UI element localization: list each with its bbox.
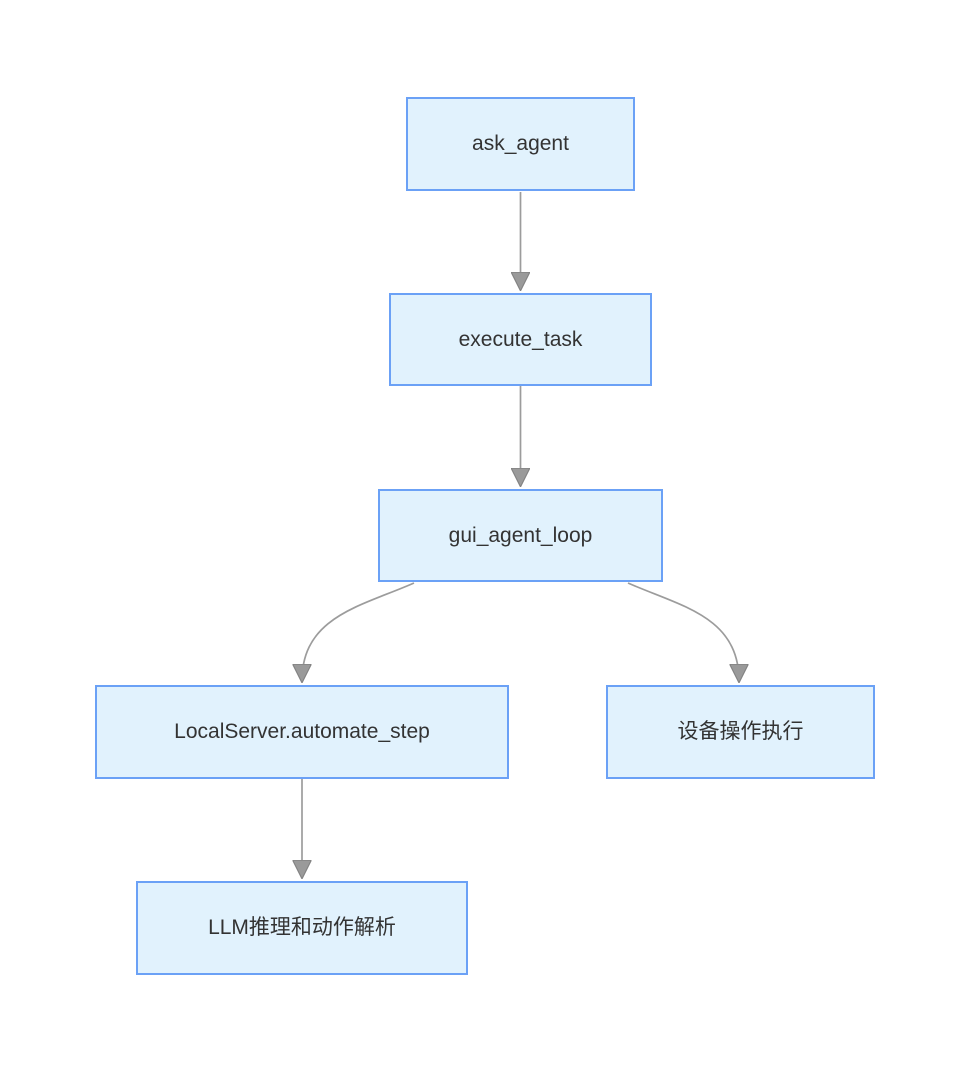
node-local-server-automate-step[interactable]: LocalServer.automate_step [95,685,509,779]
node-ask-agent-label: ask_agent [472,132,569,156]
node-gui-agent-loop-label: gui_agent_loop [448,523,593,547]
node-execute-task-label: execute_task [458,327,583,351]
node-llm-reasoning-action-parsing[interactable]: LLM推理和动作解析 [136,881,468,975]
node-execute-task[interactable]: execute_task [389,293,652,386]
node-gui-agent-loop[interactable]: gui_agent_loop [378,489,663,582]
node-device-operation-execution[interactable]: 设备操作执行 [606,685,875,779]
node-device-operation-execution-label: 设备操作执行 [677,720,804,744]
node-llm-reasoning-action-parsing-label: LLM推理和动作解析 [208,916,396,940]
edge-gui-agent-loop-to-local-server [302,582,415,681]
edge-gui-agent-loop-to-device-operation [627,582,739,681]
node-local-server-automate-step-label: LocalServer.automate_step [174,720,430,744]
node-ask-agent[interactable]: ask_agent [406,97,635,191]
